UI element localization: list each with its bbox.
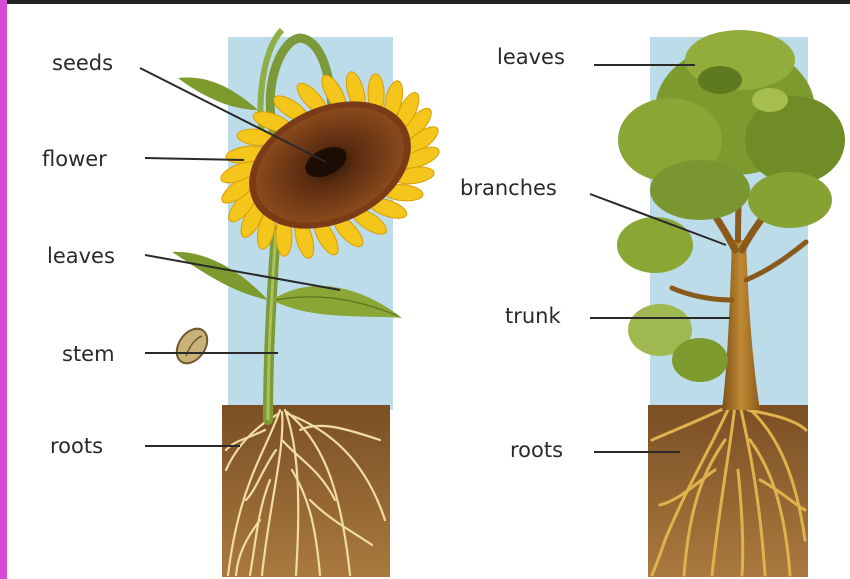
label-branches: branches — [460, 176, 557, 200]
loose-seed — [170, 323, 213, 369]
label-leaves-tree: leaves — [497, 45, 565, 69]
label-leaves-sunflower: leaves — [47, 244, 115, 268]
tree-illustration — [617, 30, 845, 577]
label-roots-sunflower: roots — [50, 434, 103, 458]
label-flower: flower — [42, 147, 107, 171]
label-stem: stem — [62, 342, 115, 366]
label-trunk: trunk — [505, 304, 561, 328]
label-roots-tree: roots — [510, 438, 563, 462]
sunflower-illustration — [170, 30, 474, 577]
label-seeds: seeds — [52, 51, 113, 75]
